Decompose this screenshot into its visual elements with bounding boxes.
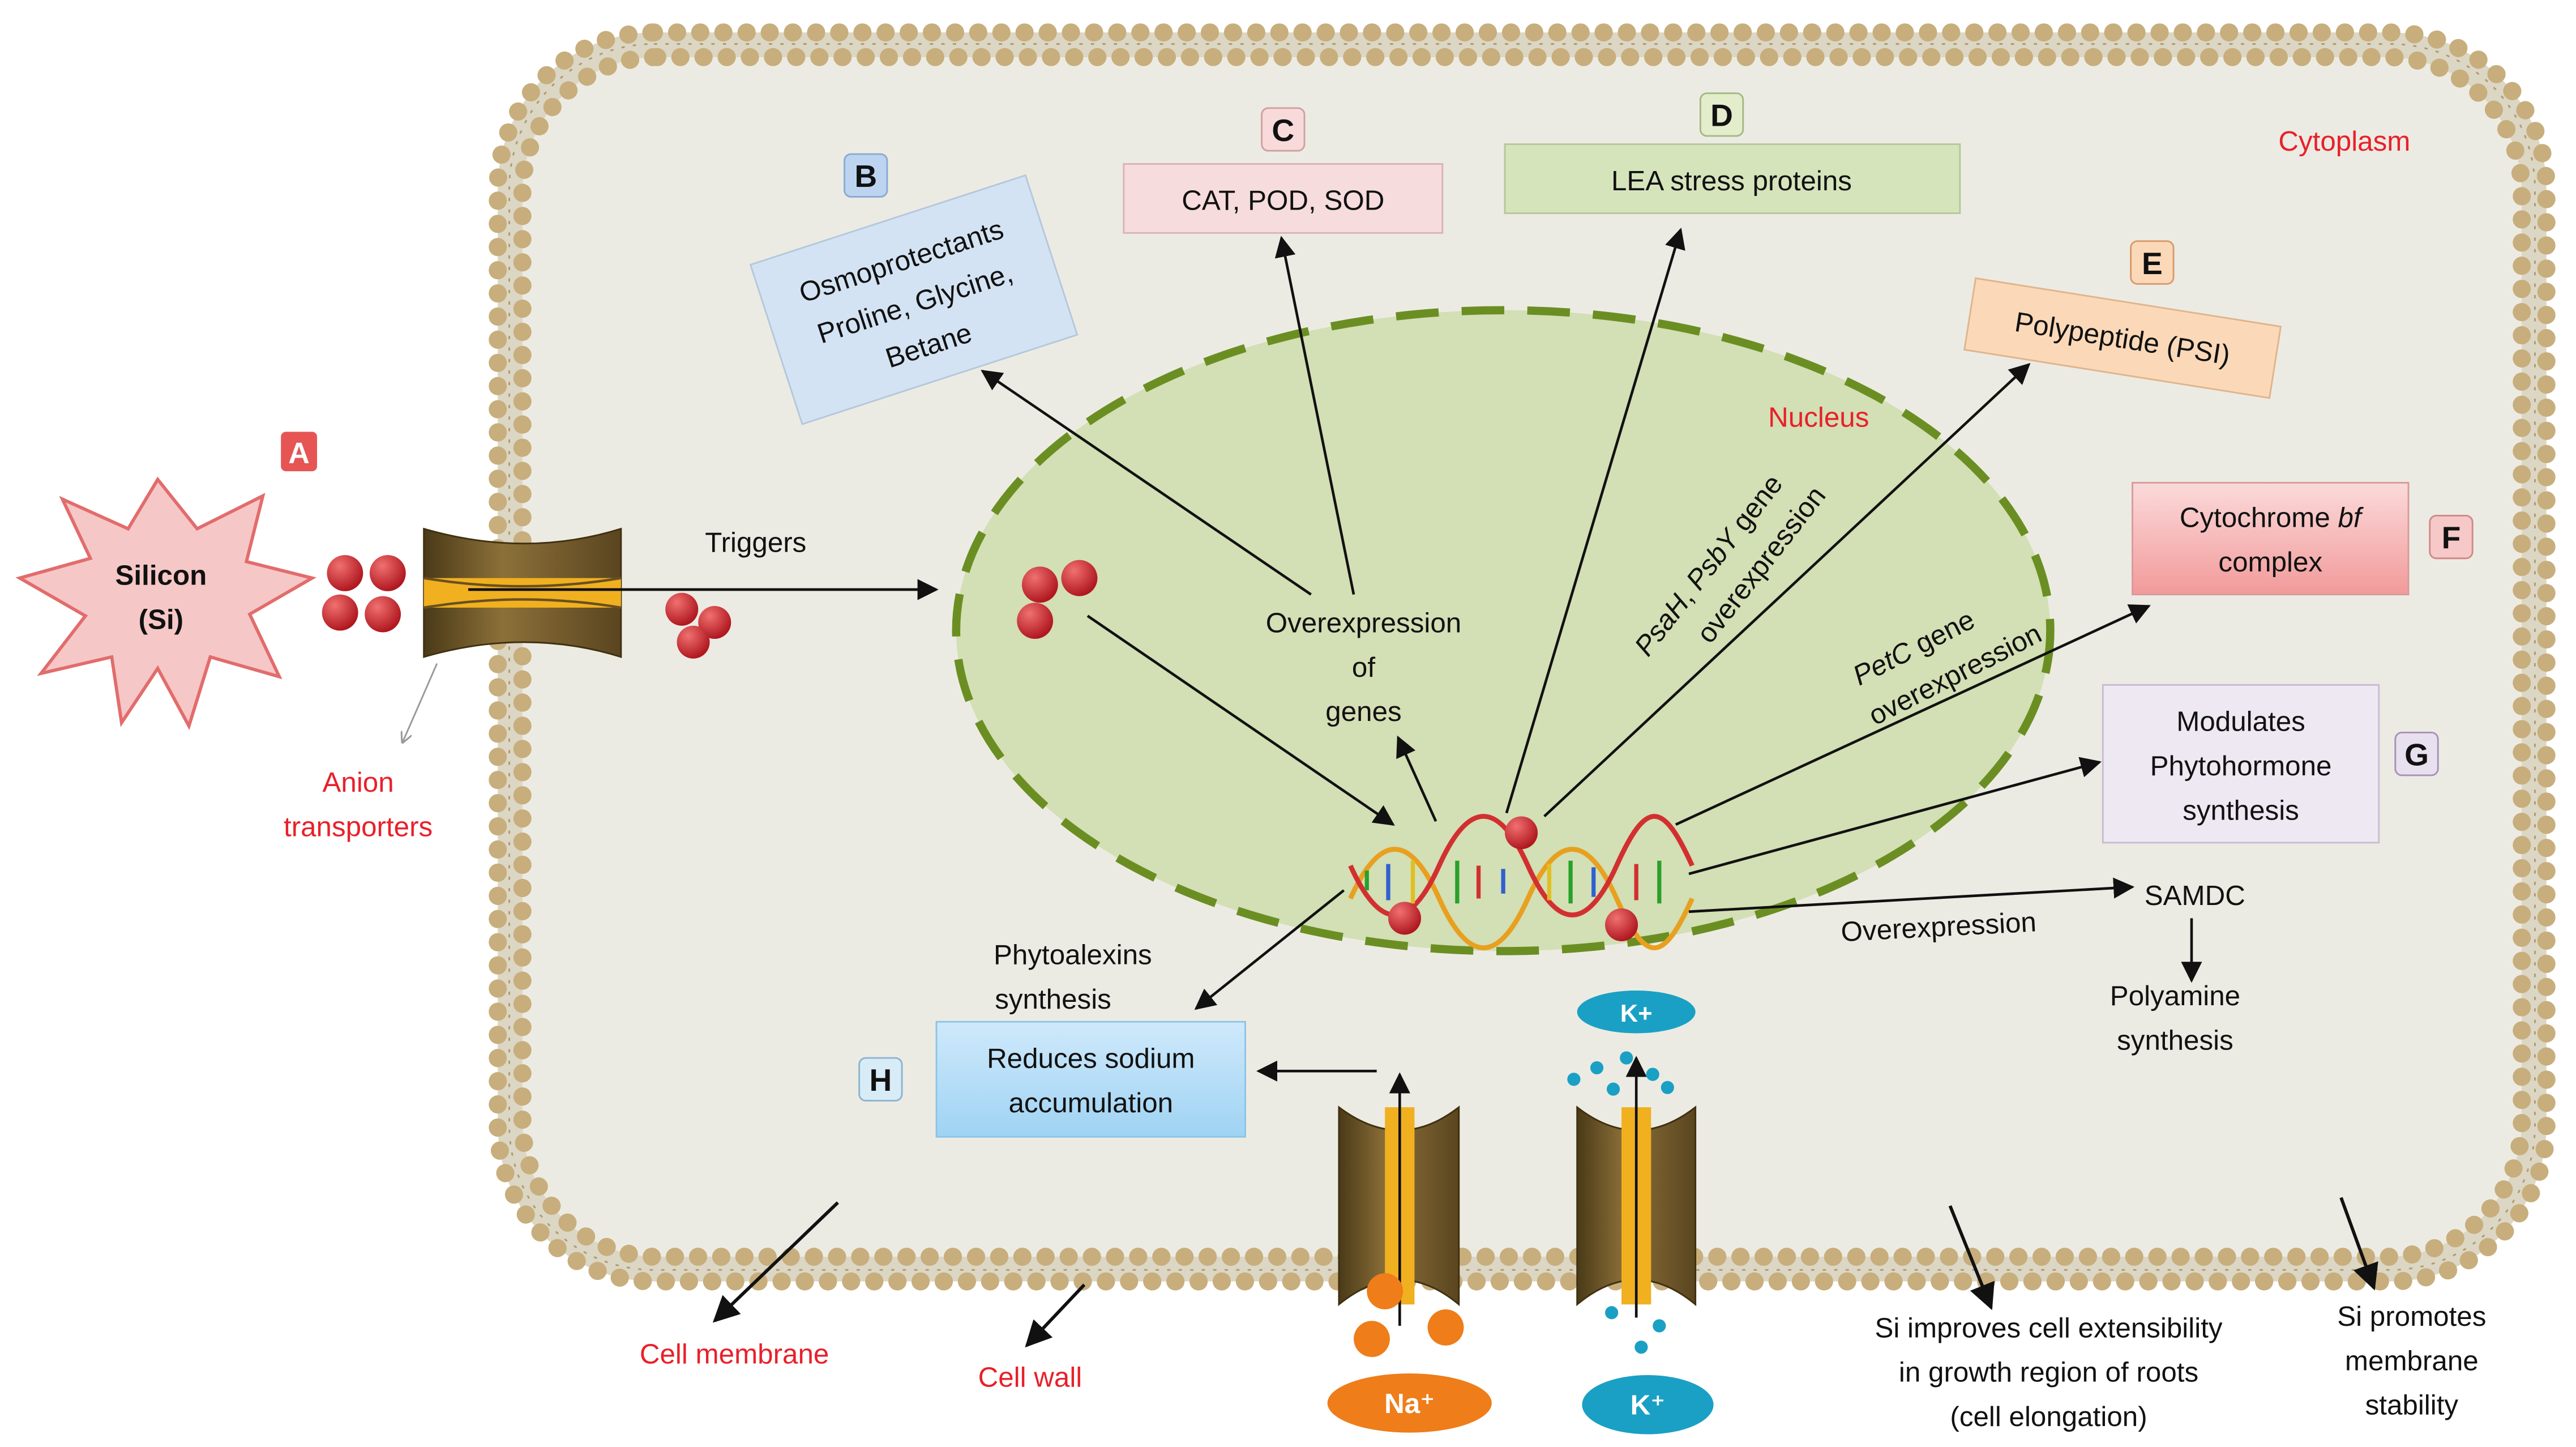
cytoplasm-label: Cytoplasm xyxy=(2278,126,2410,157)
anion-line1: Anion xyxy=(323,767,394,798)
k-ions xyxy=(1567,1051,1674,1354)
polypeptide-box: Polypeptide (PSI) xyxy=(1963,277,2282,399)
triggers-label: Triggers xyxy=(705,527,806,558)
svg-text:C: C xyxy=(1272,113,1294,148)
silicon-particles-outside xyxy=(322,555,406,633)
cell-membrane-arrow xyxy=(712,1201,839,1323)
si-to-dna-arrow xyxy=(1086,614,1395,826)
modulates-line1: Modulates xyxy=(2176,706,2305,737)
anion-line2: transporters xyxy=(284,811,433,842)
k-label-top-pill: K+ xyxy=(1577,991,1696,1034)
nucleus xyxy=(952,306,2055,955)
label-b-badge: B xyxy=(844,153,888,198)
lea-text: LEA stress proteins xyxy=(1611,165,1852,197)
cell-membrane-label: Cell membrane xyxy=(640,1339,829,1370)
arrow-to-polypeptide xyxy=(1543,362,2031,818)
reduces-sodium-box: Reduces sodium accumulation xyxy=(935,1021,1247,1138)
arrow-to-lea xyxy=(1505,227,1685,814)
arrow-to-samdc xyxy=(1688,877,2135,914)
arrow-to-cytochrome xyxy=(1675,604,2151,826)
modulates-box: Modulates Phytohormone synthesis xyxy=(2102,684,2380,844)
nucleus-label: Nucleus xyxy=(1768,402,1869,433)
extensibility-line1: Si improves cell extensibility xyxy=(1875,1312,2222,1343)
polyamine-line2: synthesis xyxy=(2117,1025,2233,1056)
label-e-badge: E xyxy=(2130,240,2175,285)
overexpression-genes-line2: of xyxy=(1352,652,1375,683)
modulates-line3: synthesis xyxy=(2183,795,2299,826)
k-channel xyxy=(1576,1056,1697,1318)
label-f-badge: F xyxy=(2429,514,2474,560)
dna-helix xyxy=(1348,814,1694,950)
reduces-sodium-line1: Reduces sodium xyxy=(987,1043,1195,1074)
silicon-line2: (Si) xyxy=(139,604,183,635)
cat-pod-sod-text: CAT, POD, SOD xyxy=(1182,185,1384,216)
arrow-to-cat-pod-sod xyxy=(1274,236,1355,595)
svg-text:H: H xyxy=(869,1062,892,1098)
svg-text:D: D xyxy=(1710,98,1733,133)
svg-text:E: E xyxy=(2142,246,2163,281)
membrane-stability-line3: stability xyxy=(2365,1390,2459,1421)
membrane-stability-arrow xyxy=(2339,1197,2378,1291)
reduces-sodium-line2: accumulation xyxy=(1008,1087,1173,1119)
samdc-label: SAMDC xyxy=(2145,880,2245,911)
svg-text:Cytochrome bf: Cytochrome bf xyxy=(2180,502,2364,533)
na-channel xyxy=(1338,1072,1460,1326)
label-d-badge: D xyxy=(1699,92,1744,137)
svg-text:K⁺: K⁺ xyxy=(1631,1390,1666,1421)
membrane-stability-line2: membrane xyxy=(2345,1345,2479,1376)
silicon-line1: Silicon xyxy=(115,560,207,591)
svg-text:K+: K+ xyxy=(1620,1000,1653,1027)
label-c-badge: C xyxy=(1261,107,1306,152)
extensibility-line2: in growth region of roots xyxy=(1899,1357,2198,1388)
cat-pod-sod-box: CAT, POD, SOD xyxy=(1123,163,1444,234)
overexpression-genes-line1: Overexpression xyxy=(1266,607,1461,638)
polyamine-line1: Polyamine xyxy=(2110,980,2240,1011)
phytoalexins-line1: Phytoalexins xyxy=(994,940,1152,971)
extensibility-line3: (cell elongation) xyxy=(1950,1401,2147,1432)
silicon-particles-inside xyxy=(665,592,731,659)
phytoalexins-line2: synthesis xyxy=(995,984,1111,1015)
label-h-badge: H xyxy=(858,1057,903,1102)
cell-wall-arrow xyxy=(1025,1283,1086,1348)
cell-wall-label: Cell wall xyxy=(978,1361,1082,1393)
cytochrome-box: Cytochrome bf complex xyxy=(2132,481,2410,596)
anion-transporter-channel xyxy=(423,527,622,658)
dna-to-overexpression-arrow xyxy=(1396,735,1437,822)
svg-text:G: G xyxy=(2404,737,2429,772)
anion-pointer-arrow xyxy=(403,663,438,742)
svg-text:F: F xyxy=(2442,520,2461,555)
silicon-star: Silicon (Si) xyxy=(15,476,316,731)
nucleus-silicon-particles xyxy=(1017,560,1098,639)
svg-text:B: B xyxy=(854,159,877,194)
svg-text:Na⁺: Na⁺ xyxy=(1384,1388,1435,1419)
svg-text:A: A xyxy=(288,437,310,470)
extensibility-arrow xyxy=(1948,1205,1995,1311)
label-g-badge: G xyxy=(2394,732,2439,776)
na-ions xyxy=(1354,1273,1464,1358)
arrow-to-modulates xyxy=(1688,757,2102,876)
lea-box: LEA stress proteins xyxy=(1504,143,1961,214)
k-label-bottom-pill: K⁺ xyxy=(1582,1375,1714,1435)
membrane-stability-line1: Si promotes xyxy=(2337,1301,2486,1332)
label-a-badge: A xyxy=(281,432,318,472)
modulates-line2: Phytohormone xyxy=(2150,750,2332,782)
arrow-to-osmoprotectants xyxy=(981,369,1312,596)
cytochrome-line2: complex xyxy=(2218,547,2322,578)
osmoprotectants-box: Osmoprotectants Proline, Glycine, Betane xyxy=(749,174,1079,425)
na-label-pill: Na⁺ xyxy=(1327,1373,1492,1433)
overexpression-genes-line3: genes xyxy=(1325,696,1401,727)
arrow-to-phytoalexins xyxy=(1194,889,1345,1010)
